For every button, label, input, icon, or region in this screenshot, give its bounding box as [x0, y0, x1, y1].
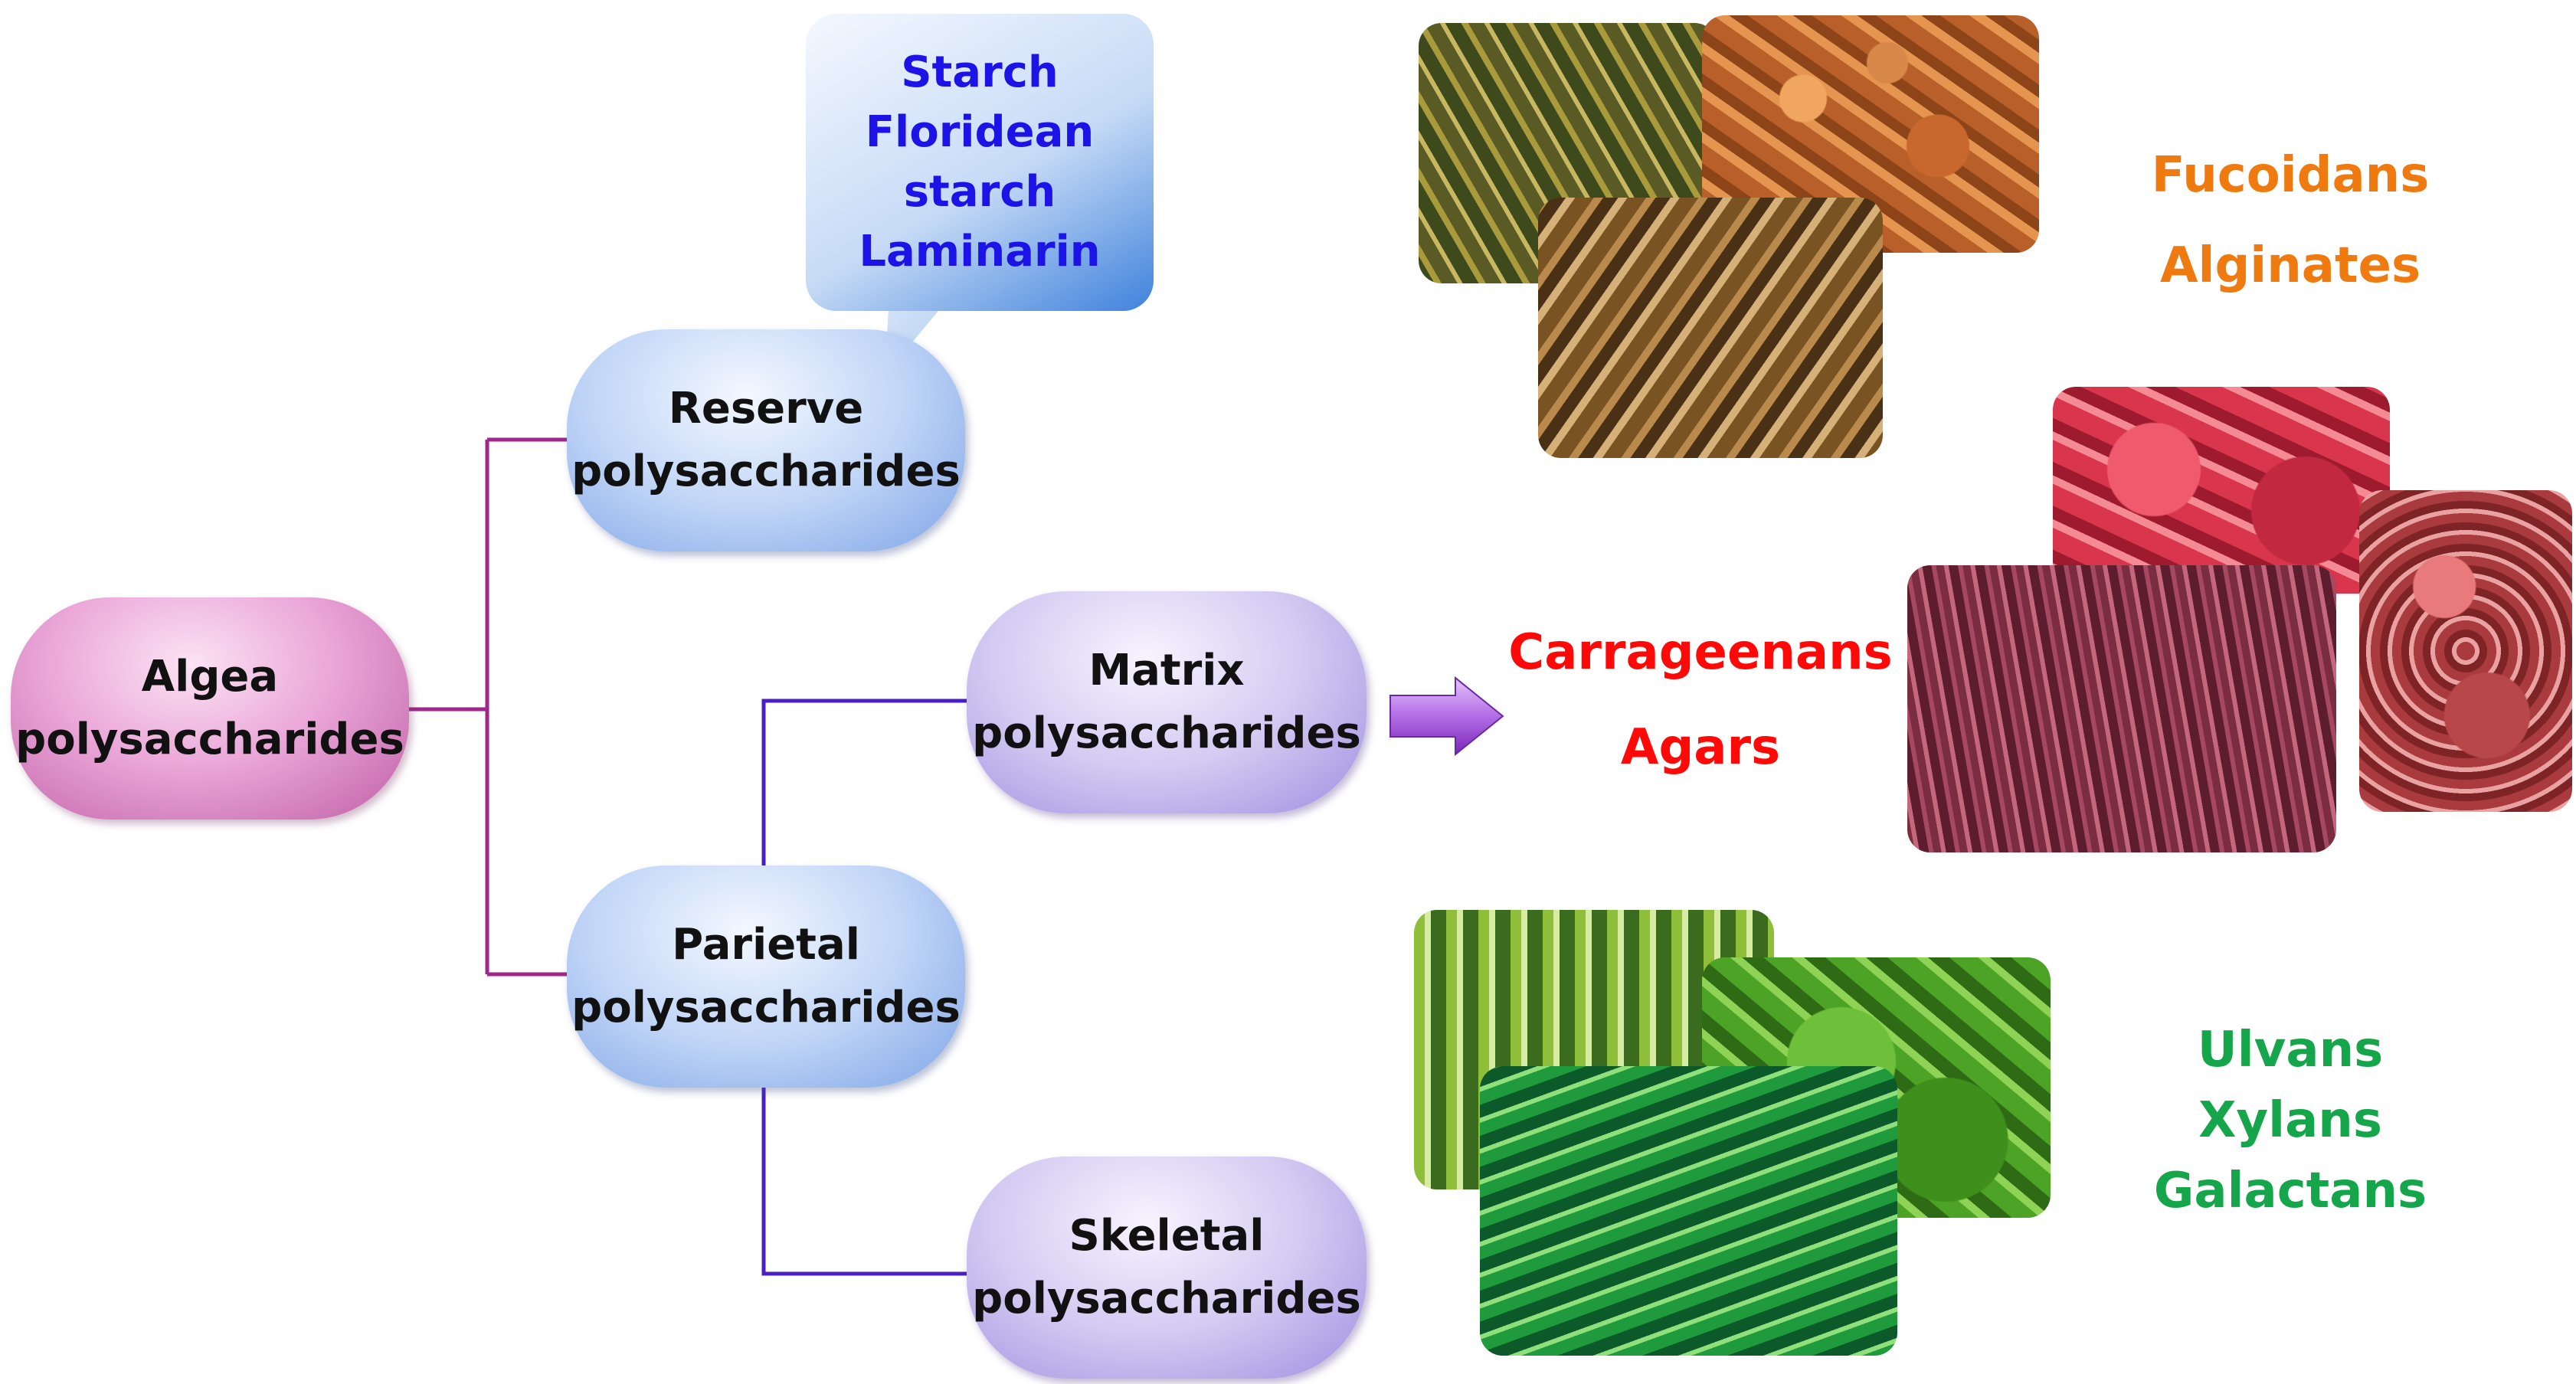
node-label: Matrix	[1088, 646, 1245, 695]
node-label: Skeletal	[1069, 1211, 1265, 1261]
node-label: polysaccharides	[15, 715, 404, 764]
polysaccharide-label: Galactans	[2153, 1163, 2427, 1219]
brown-seaweed-photo	[1538, 198, 1883, 458]
matrix-node: Matrix polysaccharides	[967, 591, 1367, 813]
node-label: polysaccharides	[571, 983, 961, 1032]
polysaccharide-label: Fucoidans	[2151, 147, 2430, 204]
brown-polysaccharides-list: Fucoidans Alginates	[2114, 130, 2466, 311]
skeletal-node: Skeletal polysaccharides	[967, 1157, 1367, 1379]
polysaccharide-label: Xylans	[2198, 1092, 2382, 1149]
green-polysaccharides-list: Ulvans Xylans Galactans	[2114, 1015, 2466, 1226]
polysaccharide-label: Carrageenans	[1508, 624, 1893, 681]
callout-line: starch	[903, 167, 1056, 217]
red-seaweed-photo	[2053, 387, 2390, 594]
callout-line: Floridean	[865, 107, 1095, 157]
node-label: Algea	[141, 652, 279, 702]
callout-line: Laminarin	[859, 227, 1101, 276]
reserve-node: Reserve polysaccharides	[567, 329, 965, 551]
green-seaweed-photo	[1480, 1066, 1897, 1356]
red-seaweed-photo	[2359, 490, 2572, 812]
red-seaweed-photo	[1907, 565, 2336, 852]
parietal-node: Parietal polysaccharides	[567, 865, 965, 1088]
node-label: polysaccharides	[972, 1274, 1361, 1323]
polysaccharide-label: Agars	[1620, 719, 1781, 776]
node-label: Parietal	[672, 920, 860, 970]
polysaccharide-label: Alginates	[2159, 237, 2421, 294]
polysaccharide-label: Ulvans	[2197, 1022, 2384, 1078]
node-label: polysaccharides	[972, 708, 1361, 758]
parietal-connector	[761, 699, 967, 1276]
red-polysaccharides-list: Carrageenans Agars	[1501, 605, 1900, 795]
node-label: Reserve	[668, 384, 864, 434]
reserve-callout: Starch Floridean starch Laminarin	[806, 14, 1154, 311]
root-connector	[409, 437, 571, 977]
callout-line: Starch	[901, 47, 1059, 97]
node-label: polysaccharides	[571, 447, 961, 496]
arrow-right-icon	[1389, 676, 1504, 757]
root-node: Algea polysaccharides	[11, 597, 409, 820]
